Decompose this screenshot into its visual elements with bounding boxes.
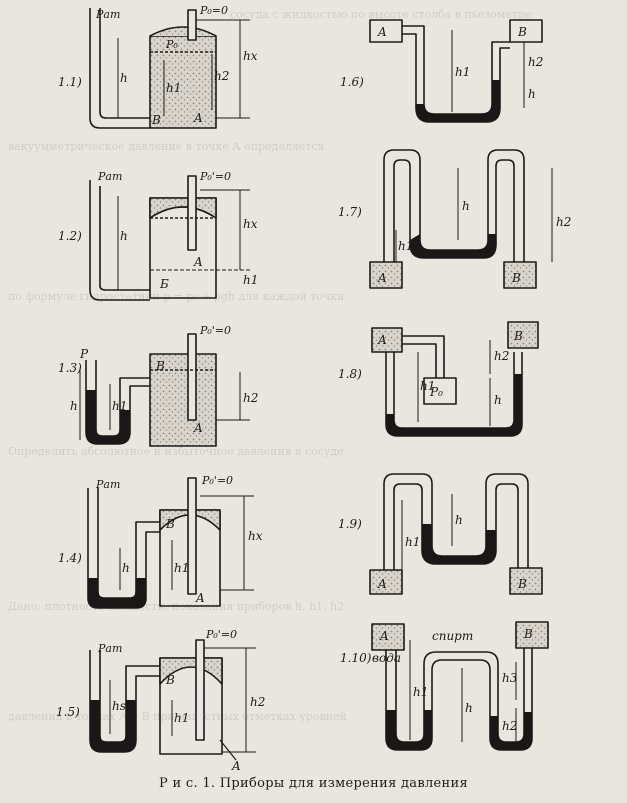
label-h: h: [465, 701, 473, 715]
figure-number-1-3: 1.3): [58, 361, 82, 375]
label-A: A: [377, 333, 387, 347]
label-A: A: [193, 421, 203, 435]
label-h1: h1: [455, 65, 470, 79]
figure-number-1-9: 1.9): [338, 517, 362, 531]
label-h2: h2: [243, 391, 258, 405]
label-h2: h2: [502, 719, 517, 733]
label-B: B: [165, 517, 175, 531]
figure-number-1-7: 1.7): [338, 205, 362, 219]
label-B: B: [523, 627, 533, 641]
label-h1: h1: [243, 273, 258, 287]
figure-1-4: [87, 477, 254, 609]
label-p-zero: P₀'=0: [201, 474, 233, 487]
label-h1: h1: [174, 711, 189, 725]
label-h1: h1: [166, 81, 181, 95]
label-h1: h1: [112, 399, 127, 413]
label-h1: h1: [413, 685, 428, 699]
label-A: A: [377, 25, 387, 39]
label-h: h: [122, 561, 130, 575]
figure-number-1-10: 1.10): [340, 651, 372, 665]
label-p0: P₀: [165, 38, 178, 51]
label-p-atm: Pат: [97, 642, 122, 655]
label-h1: h1: [174, 561, 189, 575]
figure-number-1-4: 1.4): [58, 551, 82, 565]
figure-number-1-6: 1.6): [340, 75, 364, 89]
figure-1-5: [89, 639, 256, 761]
label-p-zero: P₀=0: [199, 4, 228, 17]
label-A: A: [193, 111, 203, 125]
figure-1-3: [79, 333, 250, 447]
label-p: P: [79, 347, 89, 361]
label-A: A: [193, 255, 203, 269]
label-voda: вода: [372, 651, 401, 665]
label-A: A: [377, 577, 387, 591]
label-A: A: [377, 271, 387, 285]
figure-number-1-2: 1.2): [58, 229, 82, 243]
label-p-atm: Pат: [95, 478, 120, 491]
label-B: B: [513, 329, 523, 343]
label-B: B: [165, 673, 175, 687]
label-hx: hx: [243, 217, 258, 231]
figure-1-10: [371, 621, 549, 751]
label-h1: h1: [398, 239, 413, 253]
label-p-zero: P₀'=0: [199, 324, 231, 337]
label-h: h: [455, 513, 463, 527]
figure-caption: Р и с. 1. Приборы для измерения давления: [159, 776, 468, 791]
figure-1-1: [89, 8, 250, 129]
label-h3: h3: [502, 671, 518, 685]
label-A: A: [195, 591, 205, 605]
label-hx: hx: [248, 529, 263, 543]
label-p-atm: Pат: [97, 170, 122, 183]
figure-labels: Pат P₀=0 P₀ h h1 h2 hx B A 1.1) Pат P₀'=…: [56, 4, 571, 773]
figure-1-7: [369, 149, 553, 289]
label-h: h: [120, 229, 128, 243]
label-B: B: [511, 271, 521, 285]
label-hx: hx: [243, 49, 258, 63]
figure-number-1-1: 1.1): [58, 75, 82, 89]
label-A: A: [379, 629, 389, 643]
label-hs: hs: [112, 699, 126, 713]
figure-number-1-8: 1.8): [338, 367, 362, 381]
label-h: h: [528, 87, 536, 101]
label-h: h: [494, 393, 502, 407]
svg-text:Определить абсолютное и избыто: Определить абсолютное и избыточное давле…: [8, 445, 344, 458]
figure-1-2: [89, 175, 250, 301]
bleed-through-text: сосуда с жидкостью по высоте столба в пь…: [8, 8, 532, 723]
label-B: B: [517, 577, 527, 591]
figure-number-1-5: 1.5): [56, 705, 80, 719]
label-h: h: [70, 399, 78, 413]
svg-text:сосуда с жидкостью по высоте с: сосуда с жидкостью по высоте столба в пь…: [230, 8, 532, 21]
label-A: A: [231, 759, 241, 773]
label-p-zero: P₀'=0: [199, 170, 231, 183]
label-B: B: [155, 359, 165, 373]
label-h: h: [462, 199, 470, 213]
label-h2: h2: [528, 55, 543, 69]
label-B: B: [517, 25, 527, 39]
label-h2: h2: [494, 349, 509, 363]
figure-1-8: [371, 321, 539, 437]
figure-1-9: [369, 473, 543, 595]
label-spirt: спирт: [432, 629, 473, 643]
label-h2: h2: [250, 695, 265, 709]
label-h2: h2: [214, 69, 229, 83]
svg-text:по формуле гидростатики р = р₀: по формуле гидростатики р = р₀ + ρgh для…: [8, 290, 344, 303]
svg-text:вакуумметрическое давление в т: вакуумметрическое давление в точке А опр…: [8, 140, 325, 153]
label-p-atm: Pат: [95, 8, 120, 21]
label-p-zero: P₀'=0: [205, 628, 237, 641]
figure-1-6: [369, 19, 543, 123]
label-B-cyr: Б: [159, 277, 169, 291]
label-p0: P₀: [429, 385, 443, 399]
label-B: B: [151, 113, 161, 127]
label-h1: h1: [420, 379, 435, 393]
label-h2: h2: [556, 215, 571, 229]
label-h: h: [120, 71, 128, 85]
label-h1: h1: [405, 535, 420, 549]
